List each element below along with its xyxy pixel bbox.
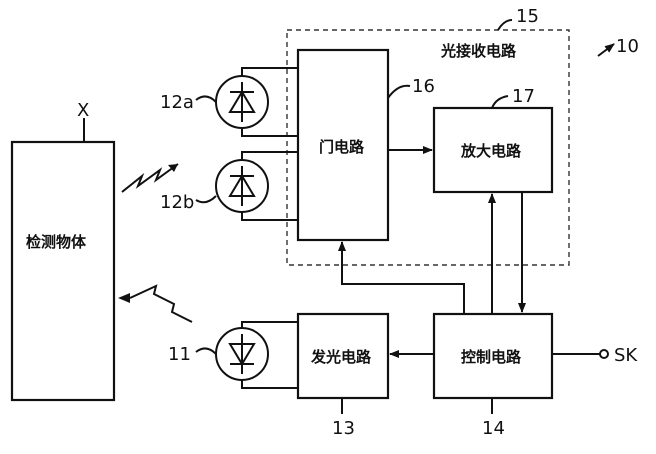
light-signal-icon-lower xyxy=(118,284,193,323)
amplifier-circuit-ref: 17 xyxy=(512,86,535,107)
terminal-sk-label: SK xyxy=(614,345,638,366)
gate-circuit-label: 门电路 xyxy=(319,138,365,156)
photodiode-12b-icon: 12b xyxy=(160,151,298,221)
control-circuit-label: 控制电路 xyxy=(461,348,522,366)
photodiode-12a-icon: 12a xyxy=(160,67,298,137)
photodiode-12a-ref: 12a xyxy=(160,92,194,113)
emitter-diode-11-icon: 11 xyxy=(168,321,298,389)
system-ref-10: 10 xyxy=(597,36,639,57)
gate-circuit-ref: 16 xyxy=(412,76,435,97)
connections xyxy=(338,146,609,359)
light-signal-icon-upper xyxy=(121,163,179,193)
system-ref-label: 10 xyxy=(616,36,639,57)
light-emitting-label: 发光电路 xyxy=(310,348,372,366)
light-emitting-circuit: 发光电路 13 xyxy=(296,312,390,439)
detection-object-label: 检测物体 xyxy=(26,233,87,251)
light-receiving-ref: 15 xyxy=(516,6,539,27)
control-circuit: 控制电路 14 xyxy=(432,312,554,439)
detection-object: 检测物体 X xyxy=(10,100,116,402)
light-receiving-circuit: 光接收电路 15 xyxy=(286,6,570,266)
amplifier-circuit: 放大电路 17 xyxy=(432,86,554,194)
emitter-diode-ref: 11 xyxy=(168,344,191,365)
light-emitting-ref: 13 xyxy=(332,418,355,439)
detection-object-ref: X xyxy=(77,100,89,121)
light-receiving-label: 光接收电路 xyxy=(440,42,517,60)
gate-circuit: 门电路 16 xyxy=(296,48,435,242)
photodiode-12b-ref: 12b xyxy=(160,192,194,213)
amplifier-circuit-label: 放大电路 xyxy=(460,142,522,160)
control-circuit-ref: 14 xyxy=(482,418,505,439)
